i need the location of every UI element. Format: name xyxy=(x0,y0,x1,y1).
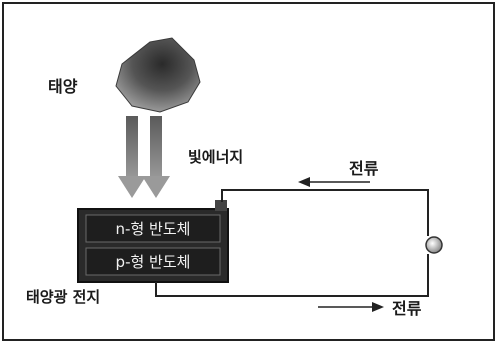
solar-cell-label: 태양광 전지 xyxy=(26,288,100,306)
circuit-wire xyxy=(155,189,429,297)
wire-bottom xyxy=(155,254,429,297)
bulb-icon xyxy=(425,236,443,254)
light-energy-arrows xyxy=(118,116,170,198)
n-type-layer xyxy=(85,214,221,243)
solar-cell: n-형 반도체 p-형 반도체 xyxy=(77,200,229,283)
current-arrow-top-head xyxy=(298,177,310,187)
light-energy-label: 빛에너지 xyxy=(188,148,243,166)
wire-top xyxy=(221,189,429,236)
n-type-label: n-형 반도체 xyxy=(116,220,191,238)
sun-shape xyxy=(115,37,201,113)
light-arrow-left-head xyxy=(118,176,146,198)
light-arrow-right-head xyxy=(142,176,170,198)
p-type-layer xyxy=(85,247,221,276)
current-arrow-top xyxy=(298,177,370,187)
top-terminal xyxy=(215,200,227,211)
light-arrow-right-shaft xyxy=(150,116,162,180)
light-arrow-left-shaft xyxy=(126,116,138,180)
current-arrow-bottom-head xyxy=(372,302,384,312)
current-arrow-bottom xyxy=(318,302,384,312)
sun-label: 태양 xyxy=(48,77,78,96)
current-top-label: 전류 xyxy=(349,159,379,178)
p-type-label: p-형 반도체 xyxy=(116,253,191,271)
current-bottom-label: 전류 xyxy=(392,299,422,318)
